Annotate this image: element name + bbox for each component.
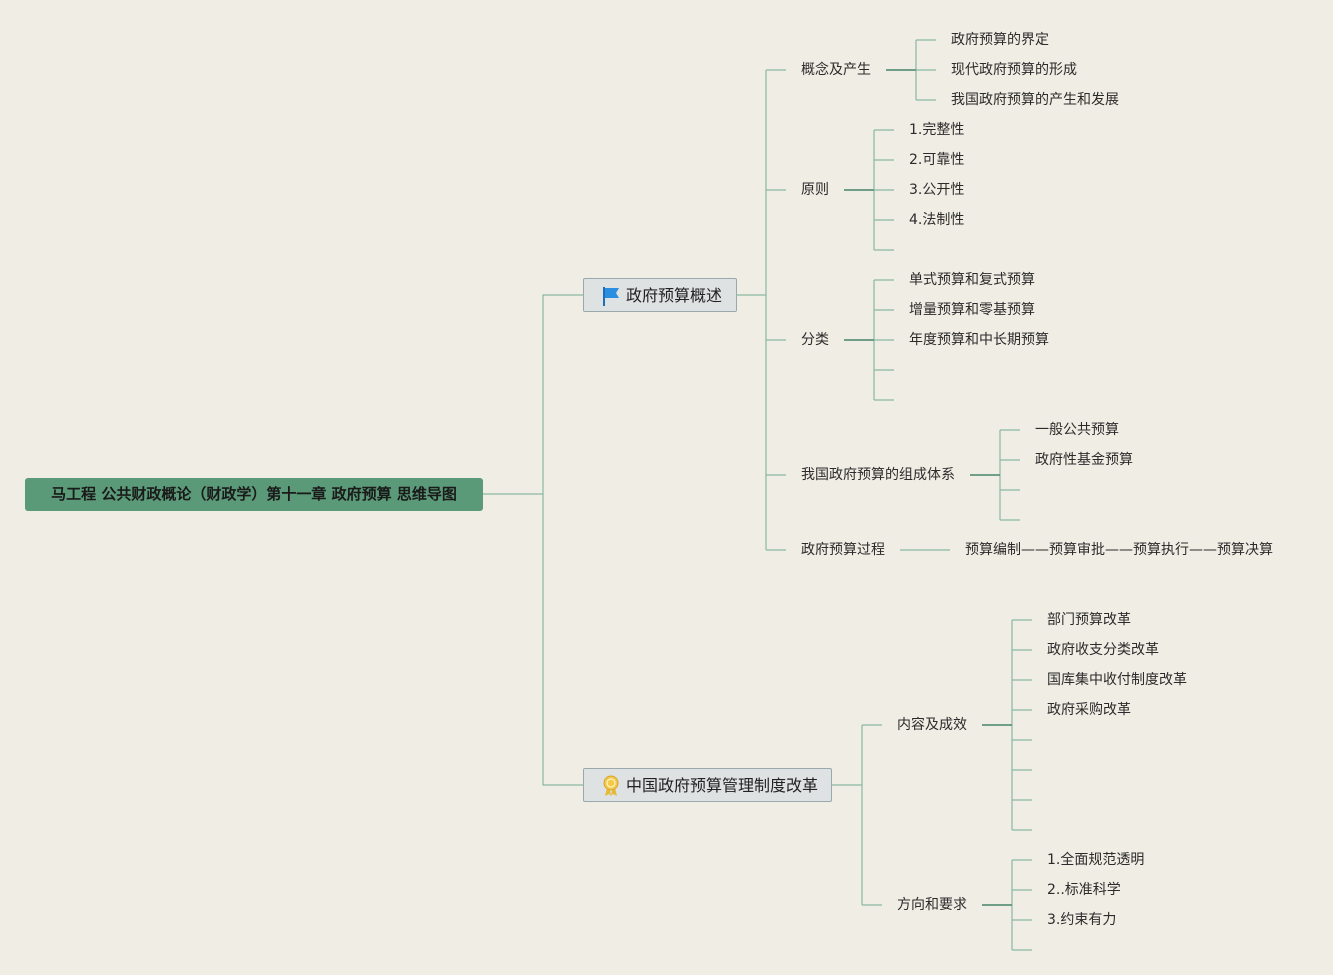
branch-budget-management-reform[interactable]: 中国政府预算管理制度改革 <box>583 768 832 802</box>
leaf-topic[interactable]: 单式预算和复式预算 <box>909 272 1035 288</box>
branch-label: 中国政府预算管理制度改革 <box>626 776 819 795</box>
subtopic-classification[interactable]: 分类 <box>801 332 829 348</box>
leaf-topic[interactable]: 预算编制——预算审批——预算执行——预算决算 <box>965 542 1273 558</box>
leaf-topic[interactable]: 4.法制性 <box>909 212 965 228</box>
branch-label: 政府预算概述 <box>626 286 723 305</box>
leaf-topic[interactable]: 3.公开性 <box>909 182 965 198</box>
connector-branch2-spine <box>832 724 882 906</box>
subtopic-principles[interactable]: 原则 <box>801 182 829 198</box>
leaf-topic[interactable]: 3.约束有力 <box>1047 912 1117 928</box>
leaf-topic[interactable]: 增量预算和零基预算 <box>909 302 1035 318</box>
connector-root-branch2 <box>542 494 583 786</box>
leaf-topic[interactable]: 1.完整性 <box>909 122 965 138</box>
leaf-topic[interactable]: 国库集中收付制度改革 <box>1047 672 1187 688</box>
root-topic[interactable]: 马工程 公共财政概论（财政学）第十一章 政府预算 思维导图 <box>25 478 483 511</box>
leaf-topic[interactable]: 2.可靠性 <box>909 152 965 168</box>
leaf-topic[interactable]: 一般公共预算 <box>1035 422 1119 438</box>
connector-root-branch1 <box>483 294 583 495</box>
subtopic-budget-system[interactable]: 我国政府预算的组成体系 <box>801 467 955 483</box>
leaf-topic[interactable]: 政府预算的界定 <box>951 32 1049 48</box>
leaf-topic[interactable]: 2..标准科学 <box>1047 882 1121 898</box>
subtopic-budget-process[interactable]: 政府预算过程 <box>801 542 885 558</box>
connector-branch1-spine <box>737 70 767 550</box>
leaf-topic[interactable]: 1.全面规范透明 <box>1047 852 1145 868</box>
subtopic-content-results[interactable]: 内容及成效 <box>897 717 967 733</box>
subtopic-direction-requirements[interactable]: 方向和要求 <box>897 897 967 913</box>
leaf-topic[interactable]: 政府收支分类改革 <box>1047 642 1159 658</box>
subtopic-concept-origin[interactable]: 概念及产生 <box>801 62 871 78</box>
leaf-topic[interactable]: 部门预算改革 <box>1047 612 1131 628</box>
blue-flag-icon <box>603 287 619 306</box>
leaf-topic[interactable]: 年度预算和中长期预算 <box>909 332 1049 348</box>
leaf-topic[interactable]: 我国政府预算的产生和发展 <box>951 92 1119 108</box>
leaf-topic[interactable]: 现代政府预算的形成 <box>951 62 1077 78</box>
gold-medal-icon <box>603 775 619 796</box>
leaf-topic[interactable]: 政府性基金预算 <box>1035 452 1133 468</box>
branch-government-budget-overview[interactable]: 政府预算概述 <box>583 278 737 312</box>
leaf-topic[interactable]: 政府采购改革 <box>1047 702 1131 718</box>
